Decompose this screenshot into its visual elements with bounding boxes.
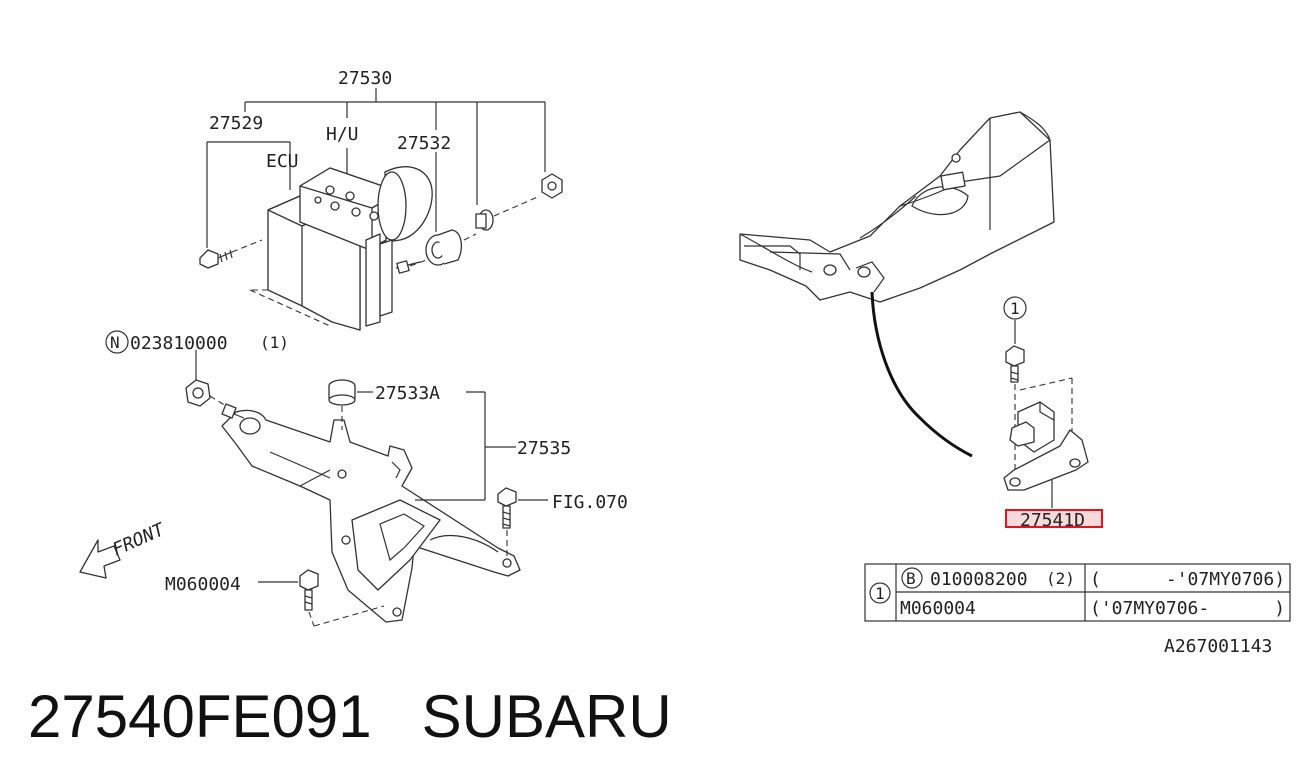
collar-bolt (463, 195, 541, 241)
nut-letter: N (110, 333, 120, 352)
label-nut-qty: (1) (260, 333, 289, 352)
footer-brand: SUBARU (421, 683, 672, 750)
front-arrow-icon (79, 539, 121, 579)
table-row1-range: ( -'07MY0706) (1090, 569, 1285, 590)
callout-1: 1 (1003, 296, 1027, 344)
bracket-27535 (221, 409, 521, 623)
grommet-27532 (425, 229, 463, 266)
table-row1-qty: (2) (1046, 569, 1075, 588)
fastener-table: 1 B 010008200 (2) ( -'07MY0706) M060004 … (864, 563, 1291, 622)
table-row2-part: M060004 (900, 598, 976, 619)
nut-top (541, 173, 563, 199)
bolt-m060004 (258, 569, 385, 627)
assembly-leaders (206, 88, 546, 248)
table-row1-letter: B (906, 569, 916, 588)
footer-title: 27540FE091 SUBARU (28, 682, 672, 751)
bracket-leaders (415, 391, 516, 501)
label-ecu: ECU (266, 151, 299, 172)
label-m060004: M060004 (165, 574, 241, 595)
diagram-ref-code: A267001143 (1164, 636, 1272, 657)
table-row2-range: ('07MY0706- ) (1090, 598, 1285, 619)
callout-1-text: 1 (1010, 299, 1020, 318)
label-hu: H/U (326, 124, 359, 145)
label-27533a: 27533A (375, 383, 440, 404)
label-023810000: 023810000 (130, 333, 228, 354)
flange-nut (185, 379, 227, 407)
table-ref: 1 (875, 584, 885, 603)
center-console (739, 111, 1055, 303)
label-27532: 27532 (397, 133, 451, 154)
label-27530: 27530 (338, 68, 392, 89)
highlight-box (1005, 509, 1103, 528)
sensor-27541d (1003, 377, 1089, 508)
wire-harness (870, 291, 973, 458)
label-27529: 27529 (209, 113, 263, 134)
label-27535: 27535 (517, 438, 571, 459)
parts-diagram: 27530 27529 H/U ECU 27532 (79, 68, 1291, 657)
label-front: FRONT (109, 519, 168, 561)
label-fig070: FIG.070 (552, 492, 628, 513)
nut-callout: N 023810000 (1) (105, 330, 289, 382)
abs-hydraulic-unit (249, 166, 433, 331)
bolt-27529 (199, 239, 263, 269)
footer-part-number: 27540FE091 (28, 683, 372, 750)
bolt-fig070 (497, 487, 548, 556)
table-row1-part: 010008200 (930, 569, 1028, 590)
label-27541d: 27541D (1020, 510, 1085, 531)
bracket-stud (221, 403, 245, 419)
grommet-27533a (328, 379, 373, 430)
